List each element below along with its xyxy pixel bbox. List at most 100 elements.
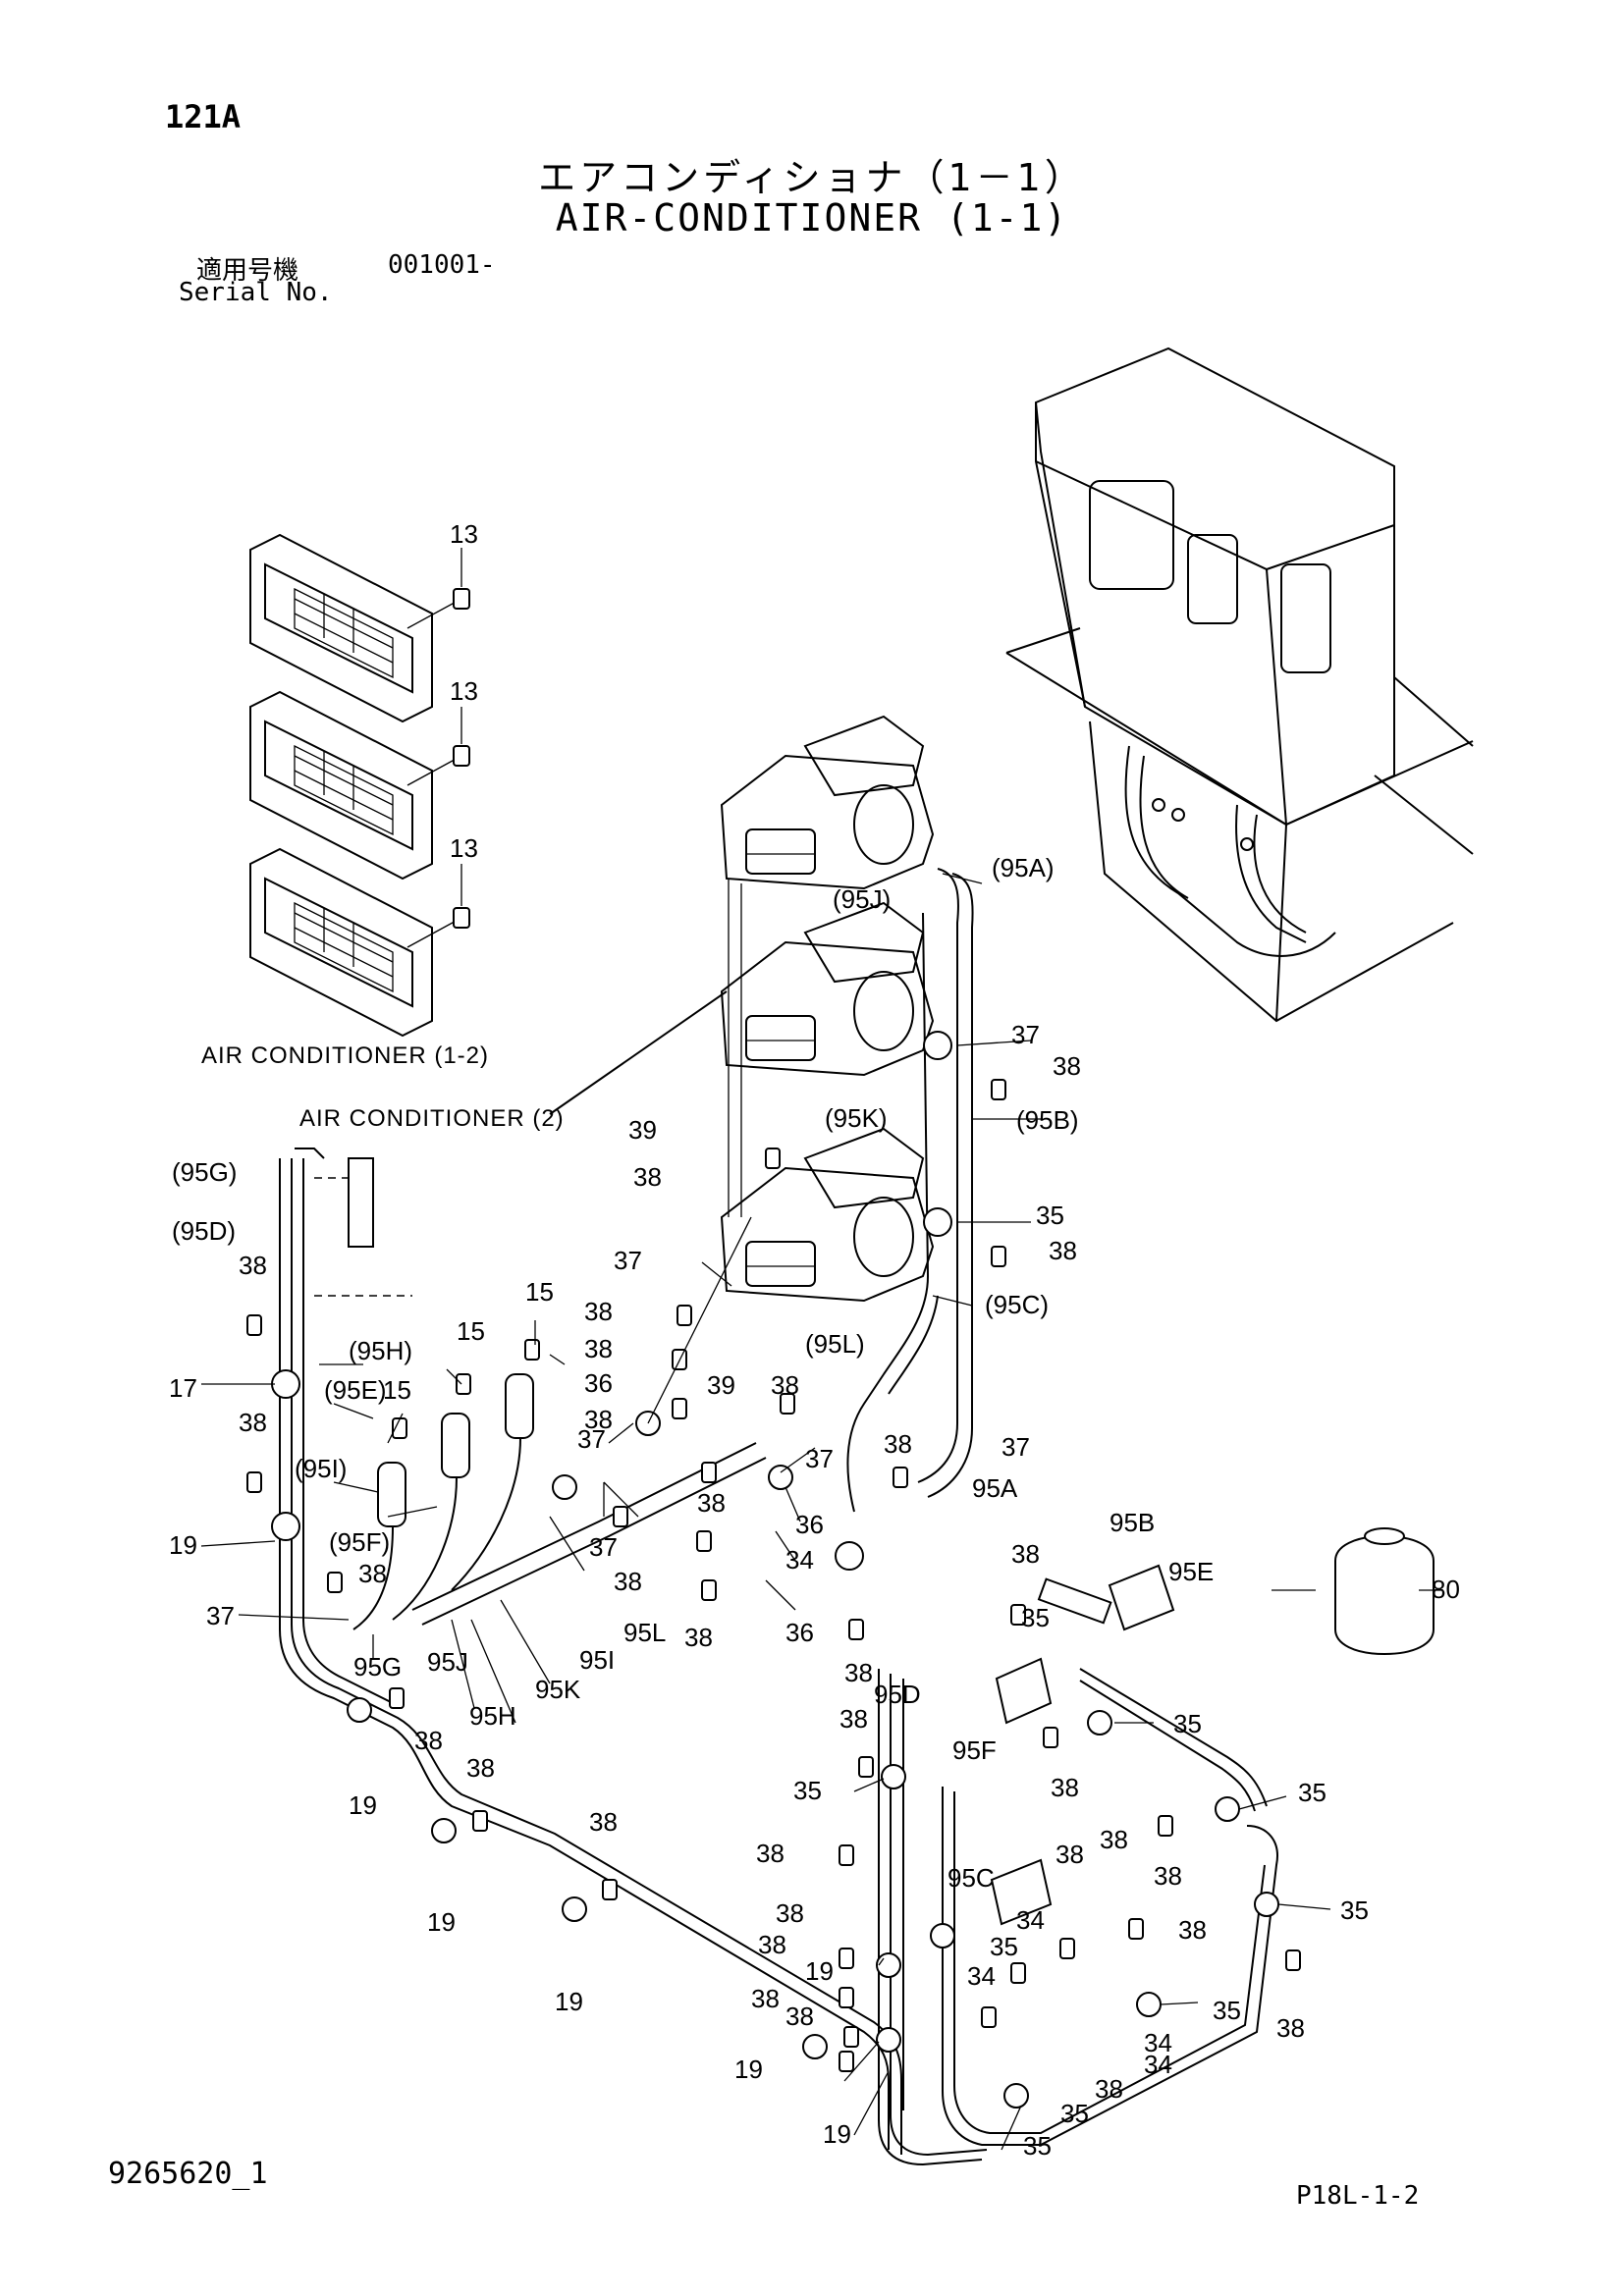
callout-36: 36 bbox=[584, 1368, 613, 1398]
callout-36: 36 bbox=[795, 1510, 824, 1539]
callout-95I: 95I bbox=[579, 1645, 615, 1675]
ref-air-conditioner-2: AIR CONDITIONER (2) bbox=[299, 1105, 565, 1132]
callout-38: 38 bbox=[584, 1405, 613, 1434]
callout-35: 35 bbox=[990, 1932, 1018, 1961]
callout-38: 38 bbox=[584, 1297, 613, 1326]
flanges bbox=[990, 1564, 1175, 1926]
callout-38: 38 bbox=[785, 2002, 814, 2031]
callout-p95A: (95A) bbox=[992, 853, 1055, 882]
clamps bbox=[271, 1031, 1279, 2109]
serial-label-english: Serial No. bbox=[179, 278, 333, 307]
serial-number: 001001- bbox=[388, 250, 496, 280]
title-english: AIR-CONDITIONER (1-1) bbox=[555, 196, 1069, 240]
callout-35: 35 bbox=[1021, 1603, 1050, 1632]
callout-38: 38 bbox=[239, 1251, 267, 1280]
callout-13: 13 bbox=[450, 676, 478, 706]
callout-35: 35 bbox=[1036, 1201, 1064, 1230]
callout-p95F: (95F) bbox=[329, 1527, 390, 1557]
callout-15: 15 bbox=[525, 1277, 554, 1307]
callouts: 13 13 13 (95A) (95J) 37 38 (95K) (95B) 3… bbox=[169, 519, 1460, 2161]
callout-19: 19 bbox=[734, 2055, 763, 2084]
callout-35: 35 bbox=[793, 1776, 822, 1805]
callout-p95B: (95B) bbox=[1016, 1105, 1079, 1135]
callout-13: 13 bbox=[450, 519, 478, 549]
page-reference: P18L-1-2 bbox=[1296, 2181, 1420, 2211]
callout-38: 38 bbox=[751, 1984, 780, 2013]
callout-34: 34 bbox=[967, 1961, 996, 1991]
callout-15: 15 bbox=[383, 1375, 411, 1405]
callout-38: 38 bbox=[776, 1898, 804, 1928]
callout-35: 35 bbox=[1173, 1709, 1202, 1738]
hoses-vertical bbox=[846, 868, 974, 1513]
callout-37: 37 bbox=[614, 1246, 642, 1275]
callout-19: 19 bbox=[555, 1987, 583, 2016]
callout-37: 37 bbox=[805, 1444, 834, 1473]
callout-p95G: (95G) bbox=[172, 1157, 237, 1187]
callout-38: 38 bbox=[584, 1334, 613, 1363]
callout-95D: 95D bbox=[874, 1680, 921, 1709]
callout-p95J: (95J) bbox=[833, 884, 891, 914]
callout-p95D: (95D) bbox=[172, 1216, 236, 1246]
callout-95J: 95J bbox=[427, 1647, 468, 1677]
callout-35: 35 bbox=[1340, 1896, 1369, 1925]
callout-38: 38 bbox=[839, 1704, 868, 1734]
callout-35: 35 bbox=[1213, 1996, 1241, 2025]
callout-38: 38 bbox=[1011, 1539, 1040, 1569]
callout-38: 38 bbox=[771, 1370, 799, 1400]
callout-95B: 95B bbox=[1110, 1508, 1155, 1537]
callout-37: 37 bbox=[1011, 1020, 1040, 1049]
callout-37: 37 bbox=[206, 1601, 235, 1630]
callout-37: 37 bbox=[589, 1532, 618, 1562]
callout-34: 34 bbox=[785, 1545, 814, 1575]
callout-37: 37 bbox=[1001, 1432, 1030, 1462]
callout-95A: 95A bbox=[972, 1473, 1018, 1503]
callout-38: 38 bbox=[466, 1753, 495, 1783]
callout-34: 34 bbox=[1144, 2028, 1172, 2057]
callout-38: 38 bbox=[358, 1559, 387, 1588]
callout-38: 38 bbox=[1056, 1840, 1084, 1869]
callout-19: 19 bbox=[823, 2119, 851, 2149]
callout-19: 19 bbox=[349, 1790, 377, 1820]
serial-label-japanese: 適用号機 bbox=[196, 256, 299, 286]
receiver-dryer bbox=[1334, 1527, 1435, 1656]
callout-34: 34 bbox=[1144, 2050, 1172, 2079]
bolts bbox=[246, 1079, 1301, 2072]
callout-38: 38 bbox=[239, 1408, 267, 1437]
leader-lines bbox=[200, 873, 1443, 2151]
callout-38: 38 bbox=[884, 1429, 912, 1459]
callout-p95K: (95K) bbox=[825, 1103, 888, 1133]
callout-39: 39 bbox=[707, 1370, 735, 1400]
callout-35: 35 bbox=[1060, 2099, 1089, 2128]
callout-34: 34 bbox=[1016, 1905, 1045, 1935]
callout-38: 38 bbox=[589, 1807, 618, 1837]
callout-19: 19 bbox=[427, 1907, 456, 1937]
callout-15: 15 bbox=[457, 1316, 485, 1346]
callout-38: 38 bbox=[684, 1623, 713, 1652]
callout-95E: 95E bbox=[1168, 1557, 1214, 1586]
filter-panels bbox=[249, 533, 470, 1038]
callout-38: 38 bbox=[756, 1839, 785, 1868]
ref-air-conditioner-1-2: AIR CONDITIONER (1-2) bbox=[201, 1042, 489, 1069]
callout-80: 80 bbox=[1432, 1575, 1460, 1604]
callout-95H: 95H bbox=[469, 1701, 516, 1731]
page-number: 121A bbox=[165, 98, 242, 135]
callout-39: 39 bbox=[628, 1115, 657, 1145]
callout-38: 38 bbox=[614, 1567, 642, 1596]
callout-95L: 95L bbox=[623, 1618, 666, 1647]
callout-36: 36 bbox=[785, 1618, 814, 1647]
callout-38: 38 bbox=[1100, 1825, 1128, 1854]
callout-35: 35 bbox=[1298, 1778, 1326, 1807]
callout-p95C: (95C) bbox=[985, 1290, 1049, 1319]
callout-13: 13 bbox=[450, 833, 478, 863]
callout-38: 38 bbox=[1051, 1773, 1079, 1802]
callout-17: 17 bbox=[169, 1373, 197, 1403]
callout-38: 38 bbox=[633, 1162, 662, 1192]
callout-95F: 95F bbox=[952, 1735, 997, 1765]
callout-19: 19 bbox=[805, 1956, 834, 1986]
callout-p95E: (95E) bbox=[324, 1375, 387, 1405]
callout-p95L: (95L) bbox=[805, 1329, 865, 1359]
cab-outline bbox=[1005, 347, 1474, 1023]
callout-p95I: (95I) bbox=[295, 1454, 347, 1483]
callout-19: 19 bbox=[169, 1530, 197, 1560]
